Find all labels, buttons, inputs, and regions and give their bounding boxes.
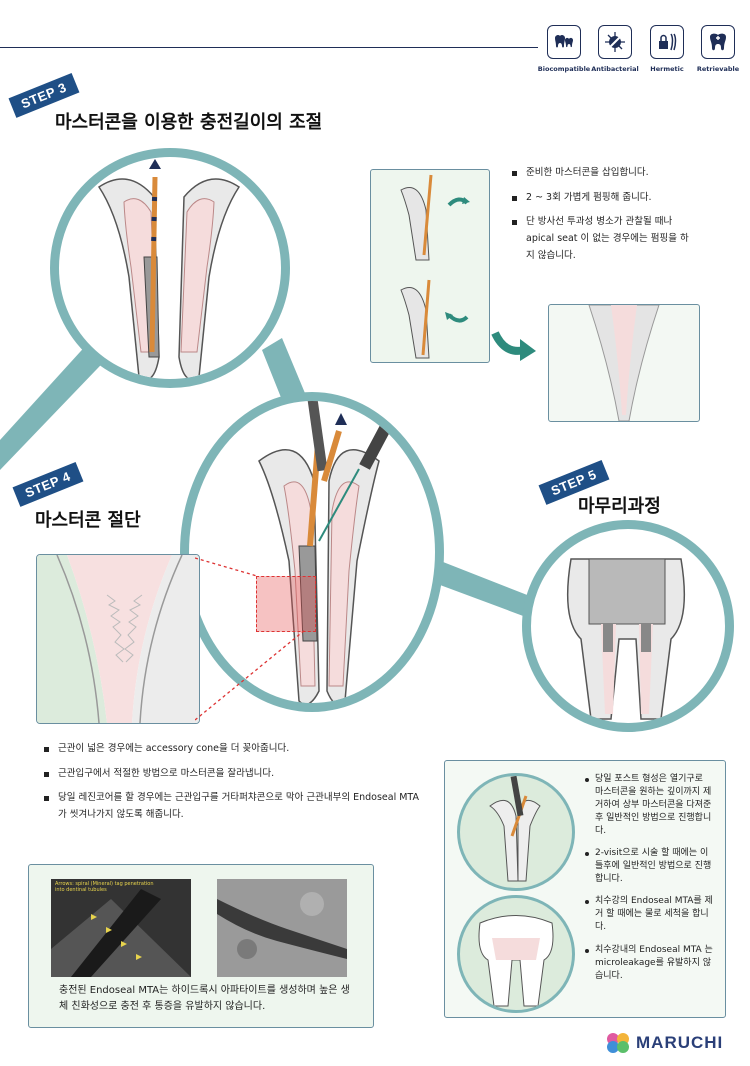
sem-image-left: Arrows: spiral (Mineral) tag penetration… <box>51 879 191 977</box>
post-space-thumb <box>457 773 575 891</box>
cone-cutting-illustration <box>258 401 403 703</box>
tooth-retrievable-icon <box>701 25 735 59</box>
feature-label: Antibacterial <box>591 65 639 73</box>
list-item: 당일 포스트 형성은 열기구로 마스터콘을 원하는 깊이까지 제거하여 상부 마… <box>583 773 713 838</box>
list-item: 치수강내의 Endoseal MTA 는 microleakage를 유발하지 … <box>583 944 713 983</box>
feature-retrievable: Retrievable <box>697 25 739 73</box>
list-item: 치수강의 Endoseal MTA를 제거 할 때에는 물로 세척을 합니다. <box>583 895 713 934</box>
brand-name: MARUCHI <box>636 1033 724 1052</box>
micrograph-panel: Arrows: spiral (Mineral) tag penetration… <box>28 864 374 1028</box>
center-tooth-circle <box>180 392 444 712</box>
pulp-chamber-thumb <box>457 895 575 1013</box>
pumping-panel <box>370 169 490 363</box>
list-item: 2 ~ 3회 가볍게 펌핑해 줍니다. <box>510 190 690 207</box>
list-item: 근관이 넓은 경우에는 accessory cone을 더 꽂아줍니다. <box>42 741 422 758</box>
zoom-dashed-lines <box>195 557 306 721</box>
finished-tooth-illustration <box>566 558 686 720</box>
list-item: 준비한 마스터콘을 삽입합니다. <box>510 165 690 182</box>
header-rule <box>0 47 538 48</box>
tooth-with-master-cone-illustration <box>97 159 241 379</box>
step3-title: 마스터콘을 이용한 충전길이의 조절 <box>55 112 323 133</box>
feature-antibacterial: Antibacterial <box>591 25 639 73</box>
accessory-cone-zoom <box>36 554 200 724</box>
step5-tooth-circle <box>522 520 734 732</box>
maruchi-logo-icon <box>607 1033 629 1053</box>
sem-image-right <box>217 879 347 977</box>
step5-bullet-list: 당일 포스트 형성은 열기구로 마스터콘을 원하는 깊이까지 제거하여 상부 마… <box>583 773 713 992</box>
step4-title: 마스터콘 절단 <box>35 510 141 531</box>
maruchi-logo: MARUCHI <box>606 1032 723 1054</box>
list-item: 근관입구에서 적절한 방법으로 마스터콘을 잘라냅니다. <box>42 766 422 783</box>
feature-label: Biocompatible <box>537 65 591 73</box>
step3-tooth-circle <box>50 148 290 388</box>
step4-bullet-list: 근관이 넓은 경우에는 accessory cone을 더 꽂아줍니다. 근관입… <box>42 741 422 832</box>
apical-zoom-illustration <box>588 304 660 422</box>
cut-highlight-box <box>256 576 316 632</box>
pumping-illustration <box>400 174 470 359</box>
curved-arrow-icon <box>491 331 536 361</box>
step5-title: 마무리과정 <box>578 496 661 517</box>
list-item: 당일 레진코어를 할 경우에는 근관입구를 거타퍼챠콘으로 막아 근관내부의 E… <box>42 790 422 823</box>
hermetic-seal-icon <box>650 25 684 59</box>
list-item: 단 방사선 투과성 병소가 관찰될 때나 apical seat 이 없는 경우… <box>510 214 690 264</box>
step5-notes-panel: 당일 포스트 형성은 열기구로 마스터콘을 원하는 깊이까지 제거하여 상부 마… <box>444 760 726 1018</box>
step3-bullet-list: 준비한 마스터콘을 삽입합니다. 2 ~ 3회 가볍게 펌핑해 줍니다. 단 방… <box>510 165 690 272</box>
micrograph-caption: 충전된 Endoseal MTA는 하이드록시 아파타이트를 생성하며 높은 생… <box>59 985 350 1012</box>
antibacterial-icon <box>598 25 632 59</box>
sem-annotation: Arrows: spiral (Mineral) tag penetration… <box>55 881 154 893</box>
apical-zoom-panel <box>548 304 700 422</box>
list-item: 2-visit으로 시술 할 때에는 이틀후에 일반적인 방법으로 진행 합니다… <box>583 847 713 886</box>
feature-label: Retrievable <box>696 65 740 73</box>
teeth-icon <box>547 25 581 59</box>
feature-hermetic: Hermetic <box>647 25 687 73</box>
feature-label: Hermetic <box>650 65 684 73</box>
accessory-cone-illustration <box>37 555 199 723</box>
feature-biocompatible: Biocompatible <box>538 25 590 73</box>
